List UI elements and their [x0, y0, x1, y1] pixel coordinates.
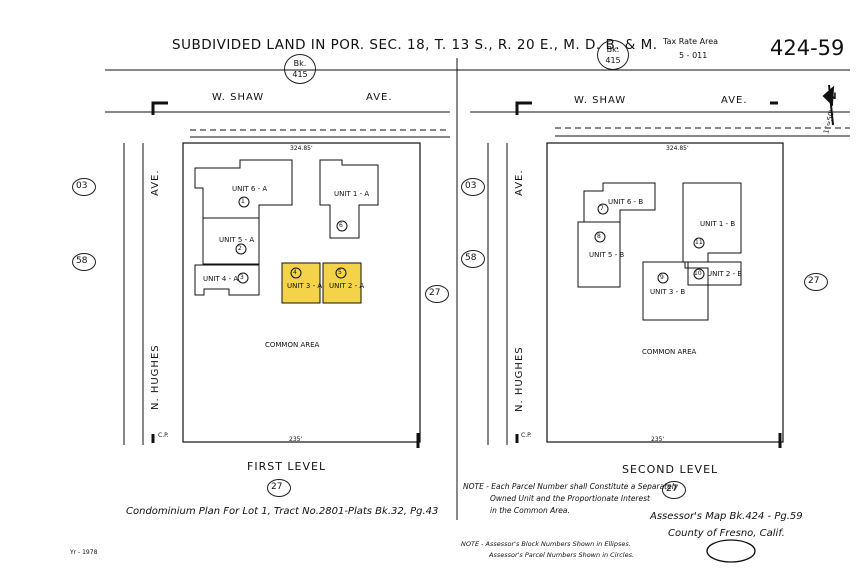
note-2-line-1: NOTE - Assessor's Block Numbers Shown in…: [461, 540, 631, 548]
unit-2a-highlight[interactable]: [322, 262, 362, 304]
unit-3a-highlight[interactable]: [281, 262, 321, 304]
street-w-shaw-left: W. SHAW: [212, 92, 265, 103]
parcel-5: 5: [338, 269, 342, 276]
book-reference-left: Bk. 415: [284, 54, 316, 84]
tax-rate-area-label: Tax Rate Area: [663, 37, 719, 46]
unit-1b-label: UNIT 1 - B: [700, 220, 736, 228]
parcel-7: 7: [600, 205, 604, 212]
common-area-first: COMMON AREA: [265, 341, 320, 349]
cp-label-left: C.P.: [158, 432, 169, 439]
note-1-line-3: in the Common Area.: [490, 506, 570, 515]
parcel-1: 1: [241, 198, 245, 205]
cp-label-right: C.P.: [521, 432, 532, 439]
parcel-6: 6: [339, 222, 343, 229]
parcel-10: 10: [694, 270, 702, 277]
dim-top-second: 324.85': [666, 145, 689, 152]
first-level-label: FIRST LEVEL: [247, 460, 327, 473]
parcel-3: 3: [240, 274, 244, 281]
unit-5a-label: UNIT 5 - A: [219, 236, 255, 244]
unit-5b-label: UNIT 5 - B: [589, 251, 625, 259]
dim-top-first: 324.85': [290, 145, 313, 152]
highlighted-units: [281, 262, 362, 304]
parcel-9: 9: [660, 274, 664, 281]
year-label: Yr - 1978: [70, 549, 98, 556]
street-ave-left: AVE.: [366, 92, 393, 103]
book-number: 415: [605, 56, 621, 65]
assessors-map-caption: Assessor's Map Bk.424 - Pg.59: [650, 511, 803, 522]
common-area-second: COMMON AREA: [642, 348, 697, 356]
parcel-11: 11: [695, 239, 703, 246]
unit-1a-label: UNIT 1 - A: [334, 190, 370, 198]
parcel-2: 2: [238, 245, 242, 252]
second-level-label: SECOND LEVEL: [622, 463, 719, 476]
street-w-shaw-right: W. SHAW: [574, 95, 627, 106]
unit-3b-label: UNIT 3 - B: [650, 288, 686, 296]
parcel-4: 4: [293, 269, 297, 276]
book-number: 415: [292, 70, 308, 79]
north-arrow-icon: [822, 84, 835, 126]
book-label: Bk.: [293, 59, 307, 68]
unit-4a-label: UNIT 4 - A: [203, 275, 239, 283]
map-number: 424-59: [770, 36, 845, 60]
unit-6a-label: UNIT 6 - A: [232, 185, 268, 193]
book-label: Bk.: [606, 45, 620, 54]
dim-bottom-first: 235': [289, 436, 303, 443]
unit-6b-label: UNIT 6 - B: [608, 198, 644, 206]
tax-rate-area-value: 5 - 011: [679, 51, 708, 60]
dim-bottom-second: 235': [651, 436, 665, 443]
unit-2a-label: UNIT 2 - A: [329, 282, 365, 290]
note-2-line-2: Assessor's Parcel Numbers Shown in Circl…: [489, 551, 635, 559]
note-1-line-2: Owned Unit and the Proportionate Interes…: [490, 494, 650, 503]
unit-3a-label: UNIT 3 - A: [287, 282, 323, 290]
unit-2b-label: UNIT 2 - B: [707, 270, 743, 278]
map-title: SUBDIVIDED LAND IN POR. SEC. 18, T. 13 S…: [172, 37, 658, 53]
parcel-8: 8: [597, 233, 601, 240]
note-1-line-1: NOTE - Each Parcel Number shall Constitu…: [463, 482, 679, 491]
condominium-plan-caption: Condominium Plan For Lot 1, Tract No.280…: [126, 506, 439, 517]
street-ave-right: AVE.: [721, 95, 748, 106]
county-caption: County of Fresno, Calif.: [668, 528, 785, 539]
